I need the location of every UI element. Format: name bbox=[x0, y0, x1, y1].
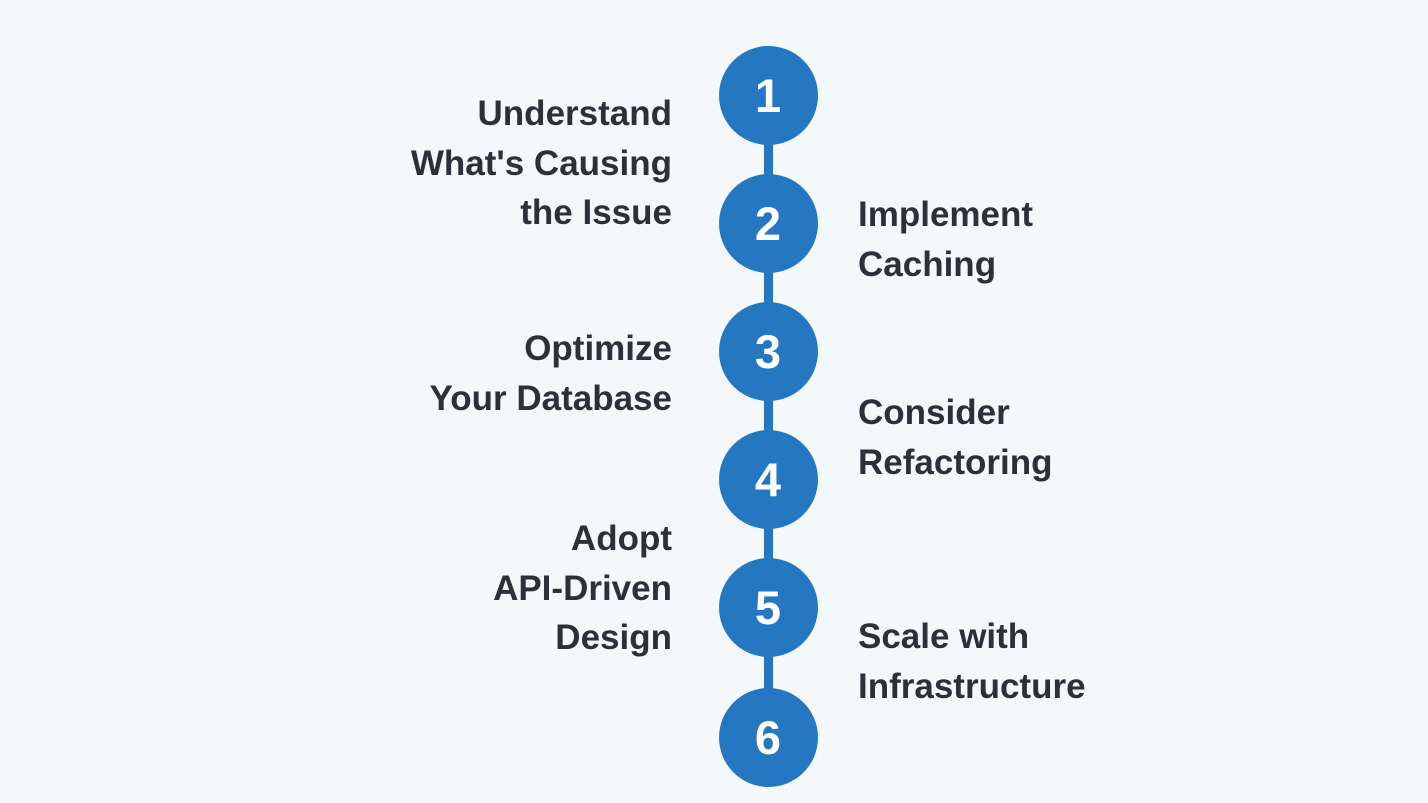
step-label-2: Implement Caching bbox=[858, 195, 1034, 284]
step-label-1: Understand What's Causing the Issue bbox=[410, 94, 672, 233]
step-number-6: 6 bbox=[754, 710, 782, 764]
timeline-node-2[interactable]: 2 bbox=[718, 173, 818, 273]
step-label-5: Adopt API-Driven Design bbox=[493, 519, 672, 658]
step-label-4: Consider Refactoring bbox=[858, 393, 1053, 482]
step-number-5: 5 bbox=[754, 580, 782, 634]
step-label-6: Scale with Infrastructure bbox=[858, 617, 1086, 706]
timeline-node-1[interactable]: 1 bbox=[718, 45, 818, 145]
timeline-node-6[interactable]: 6 bbox=[718, 687, 818, 787]
step-label-3: Optimize Your Database bbox=[429, 329, 673, 418]
timeline-connector-line bbox=[763, 95, 773, 737]
timeline-node-4[interactable]: 4 bbox=[718, 429, 818, 529]
step-number-3: 3 bbox=[754, 324, 782, 378]
step-number-1: 1 bbox=[754, 68, 782, 122]
timeline-node-3[interactable]: 3 bbox=[718, 301, 818, 401]
timeline-node-5[interactable]: 5 bbox=[718, 557, 818, 657]
step-number-2: 2 bbox=[754, 196, 782, 250]
step-number-4: 4 bbox=[754, 452, 782, 506]
